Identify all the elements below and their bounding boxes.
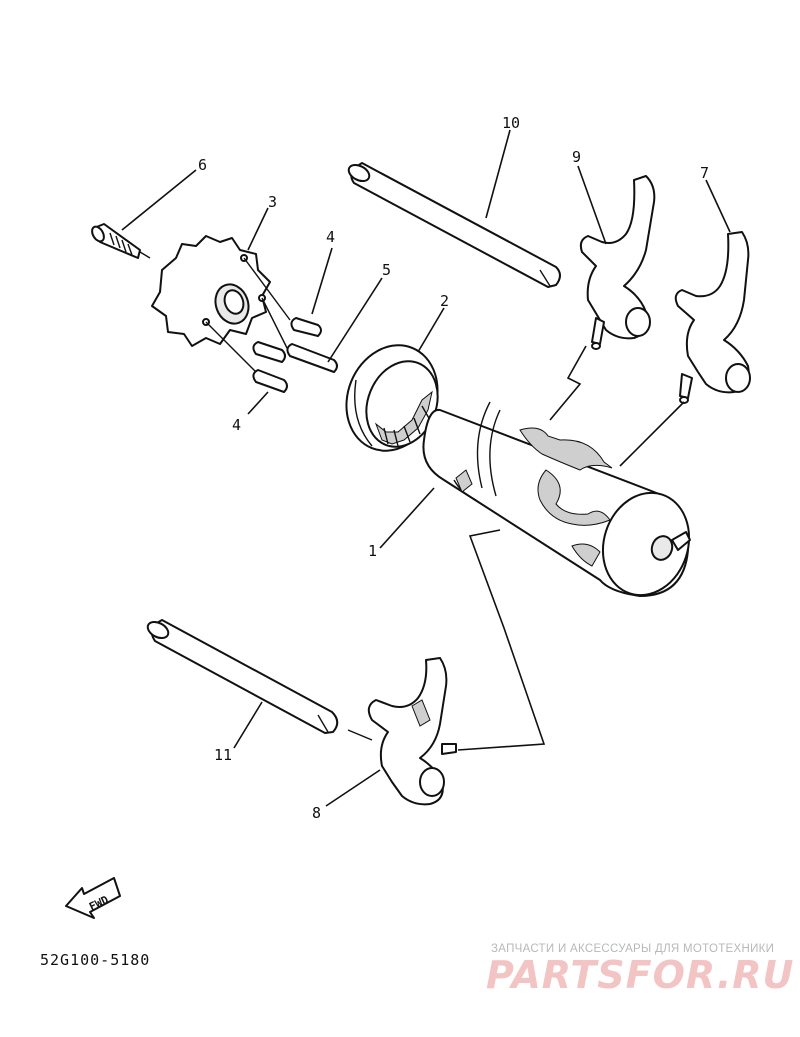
label-part-4-bottom: 4 [232,416,241,434]
label-part-3: 3 [268,193,277,211]
part-labels: 10 9 7 6 3 4 5 2 4 1 11 8 [198,114,709,822]
assembly-lines [347,345,685,751]
label-part-4-top: 4 [326,228,335,246]
label-part-8: 8 [312,804,321,822]
label-part-6: 6 [198,156,207,174]
label-part-9: 9 [572,148,581,166]
screw-6 [91,223,151,259]
label-leaders [121,129,731,807]
label-part-11: 11 [214,746,232,764]
segment-3 [151,235,291,373]
shift-fork-9 [579,175,656,350]
label-part-2: 2 [440,292,449,310]
watermark-logo: PARTSFOR.RU [486,953,795,997]
diagram-code: 52G100-5180 [40,951,151,969]
pins-4 [252,317,322,393]
pin-5 [286,343,338,373]
shift-fork-7 [674,231,751,404]
label-part-1: 1 [368,542,377,560]
shift-fork-8 [367,657,457,806]
label-part-7: 7 [700,164,709,182]
watermark-tagline: ЗАПЧАСТИ И АКСЕССУАРЫ ДЛЯ МОТОТЕХНИКИ [491,943,775,955]
shaft-11 [146,619,339,734]
label-part-5: 5 [382,261,391,279]
shift-drum-1 [422,401,691,597]
label-part-10: 10 [502,114,520,132]
shaft-10 [347,162,561,288]
forward-arrow-icon: FWD [65,877,121,919]
